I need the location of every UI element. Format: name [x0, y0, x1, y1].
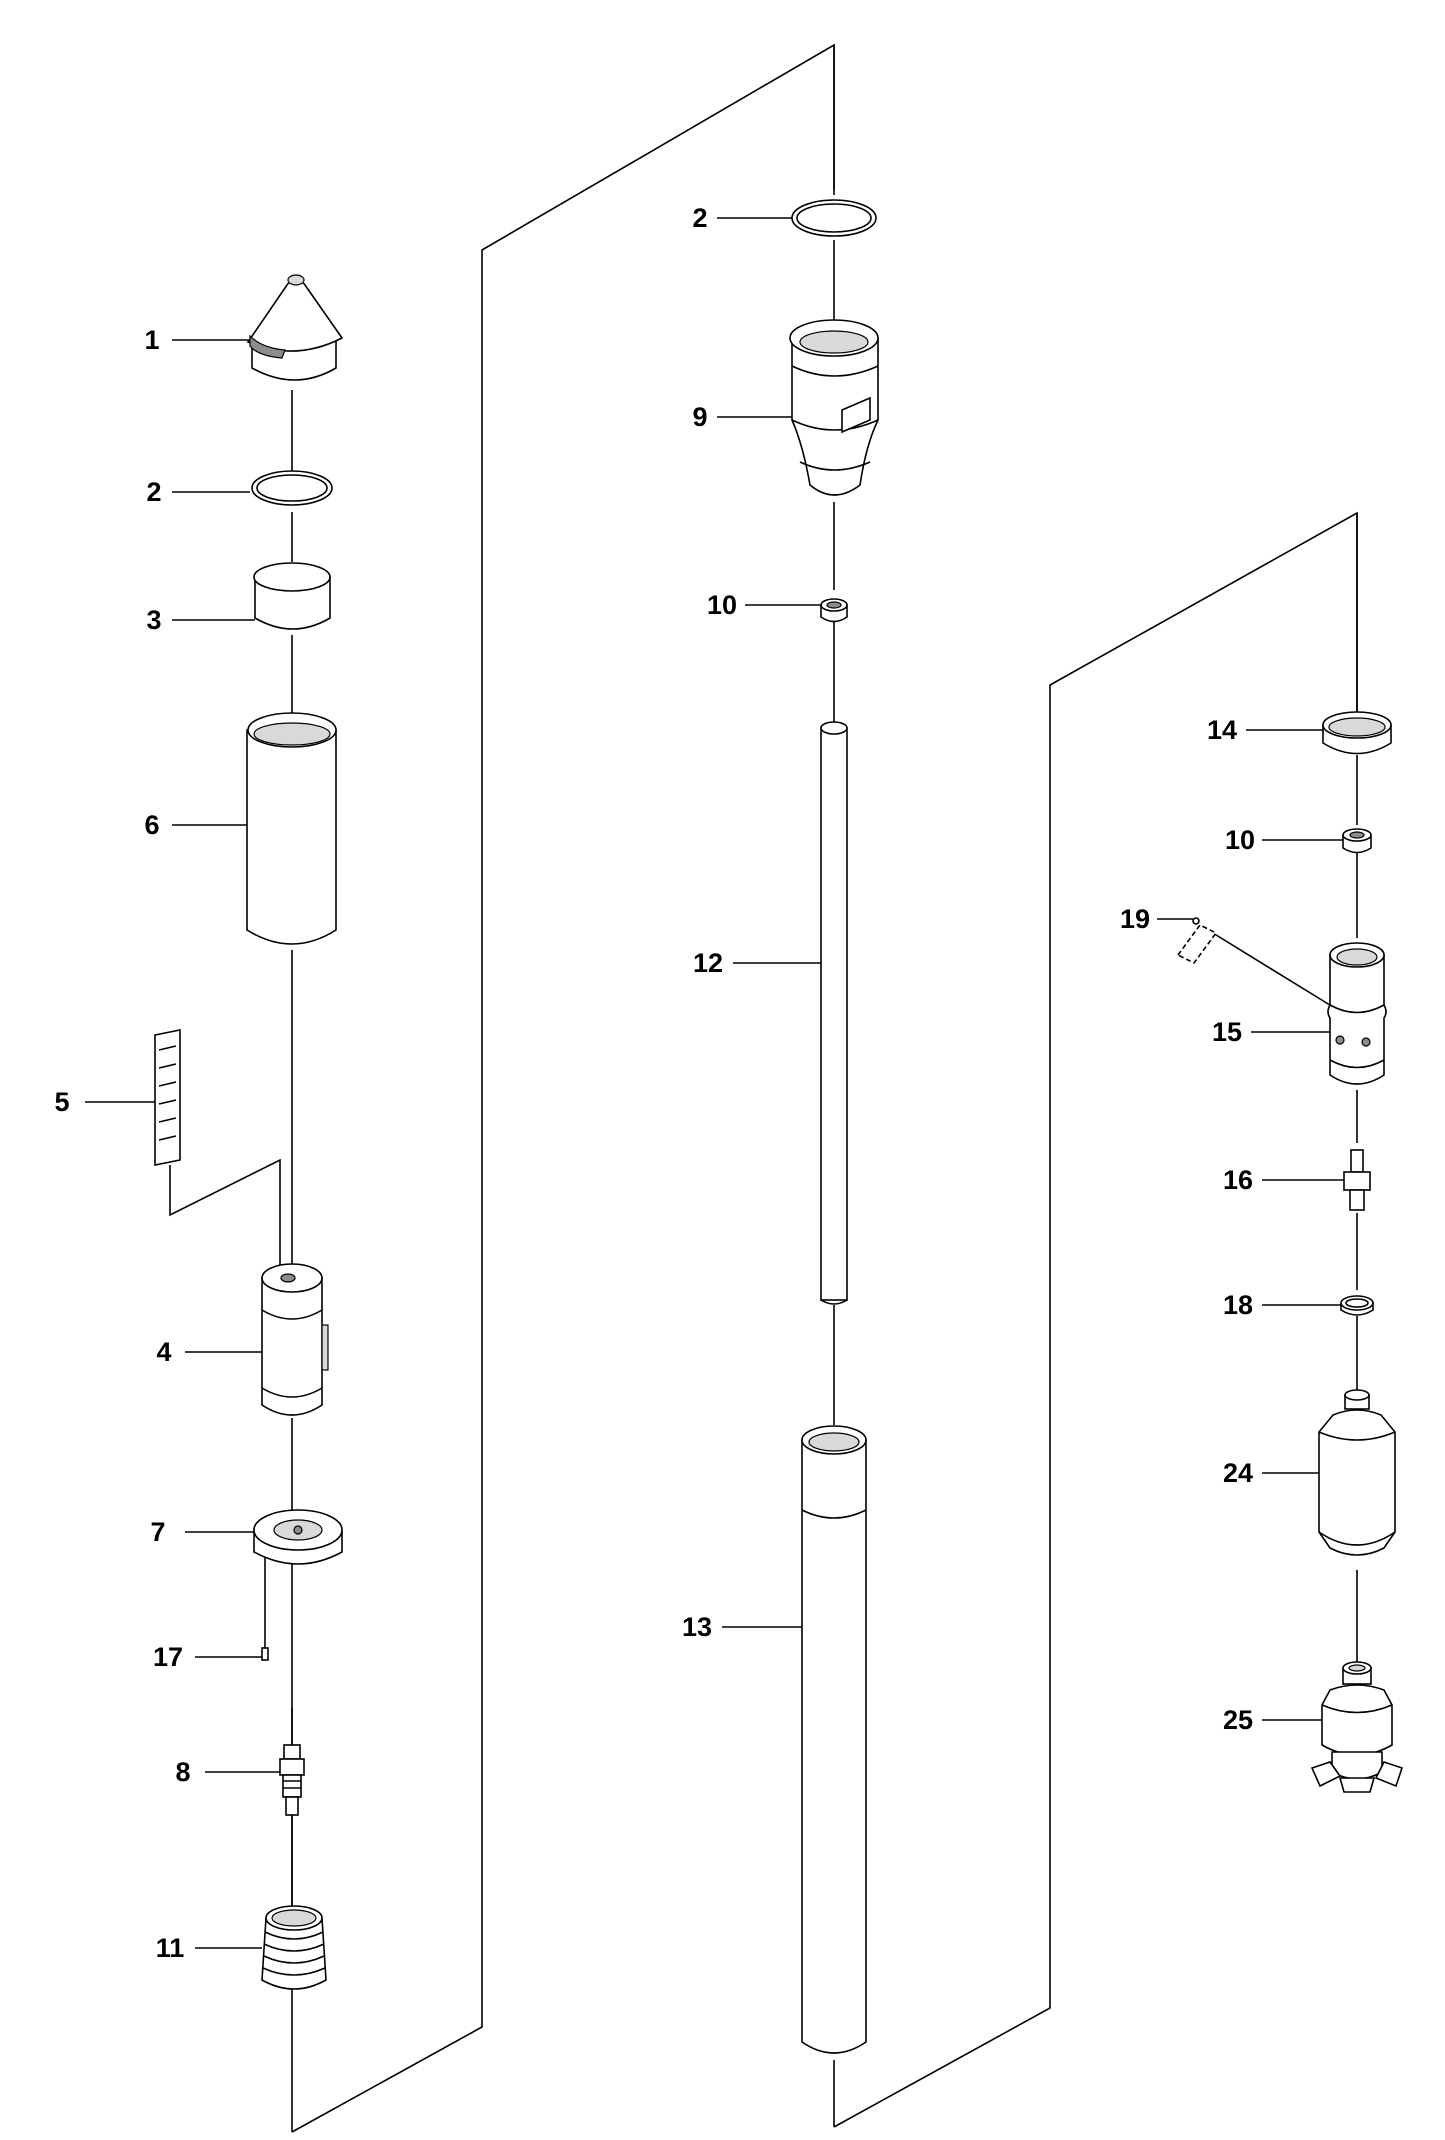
part-18-washer: [1340, 1295, 1374, 1316]
callout-11: 11: [156, 1933, 185, 1963]
part-7-seat-ring: [253, 1509, 343, 1565]
part-16-adapter-nipple: [1343, 1149, 1371, 1211]
callout-15: 15: [1212, 1017, 1242, 1047]
part-13-lance-tube: [801, 1425, 867, 2054]
part-6-sleeve-tube: [246, 712, 337, 945]
callout-7: 7: [150, 1517, 165, 1547]
part-1-nozzle-cap: [246, 274, 344, 381]
part-2-o-ring-middle: [791, 199, 877, 237]
callout-3: 3: [146, 605, 161, 635]
callout-17: 17: [153, 1642, 183, 1672]
callout-19: 19: [1120, 904, 1150, 934]
frame-left: [291, 43, 835, 2133]
callout-9: 9: [692, 402, 707, 432]
part-10-small-ring-middle: [820, 598, 848, 623]
part-10-small-ring-right: [1342, 828, 1372, 854]
part-17-pin: [261, 1647, 269, 1661]
callout-12: 12: [693, 948, 723, 978]
part-2-o-ring-left: [251, 470, 333, 506]
callout-labels: 1 2 3 6 5 4 7 17 8 11 2 9 10 12 13 14 10…: [54, 203, 1255, 1963]
callout-16: 16: [1223, 1165, 1253, 1195]
part-14-cup-ring: [1322, 711, 1392, 755]
callout-18: 18: [1223, 1290, 1253, 1320]
frame-right: [833, 511, 1358, 2128]
callout-2-left: 2: [146, 477, 161, 507]
callout-4: 4: [156, 1337, 171, 1367]
callout-25: 25: [1223, 1705, 1253, 1735]
callout-2-middle: 2: [692, 203, 707, 233]
callout-1: 1: [144, 325, 159, 355]
callout-5: 5: [54, 1087, 69, 1117]
part-5-strip: [154, 1029, 181, 1166]
callout-24: 24: [1223, 1458, 1253, 1488]
part-3-disk: [253, 562, 331, 630]
part-19-clip: [1176, 917, 1218, 965]
callout-10-right: 10: [1225, 825, 1255, 855]
part-8-fitting: [279, 1744, 305, 1816]
callout-6: 6: [144, 810, 159, 840]
part-25-quick-coupling: [1310, 1661, 1404, 1793]
part-9-nozzle-holder: [789, 319, 879, 496]
right-axis: [1207, 513, 1358, 1662]
part-4-valve-body: [261, 1263, 329, 1416]
part-24-filter-housing: [1318, 1389, 1396, 1556]
part-15-swivel-body: [1327, 942, 1387, 1085]
callout-14: 14: [1207, 715, 1237, 745]
leader-lines: [85, 217, 1344, 1949]
callout-10-middle: 10: [707, 590, 737, 620]
callout-13: 13: [682, 1612, 712, 1642]
part-11-threaded-insert: [261, 1905, 327, 1990]
callout-8: 8: [175, 1757, 190, 1787]
part-12-lance-rod: [820, 721, 848, 1305]
